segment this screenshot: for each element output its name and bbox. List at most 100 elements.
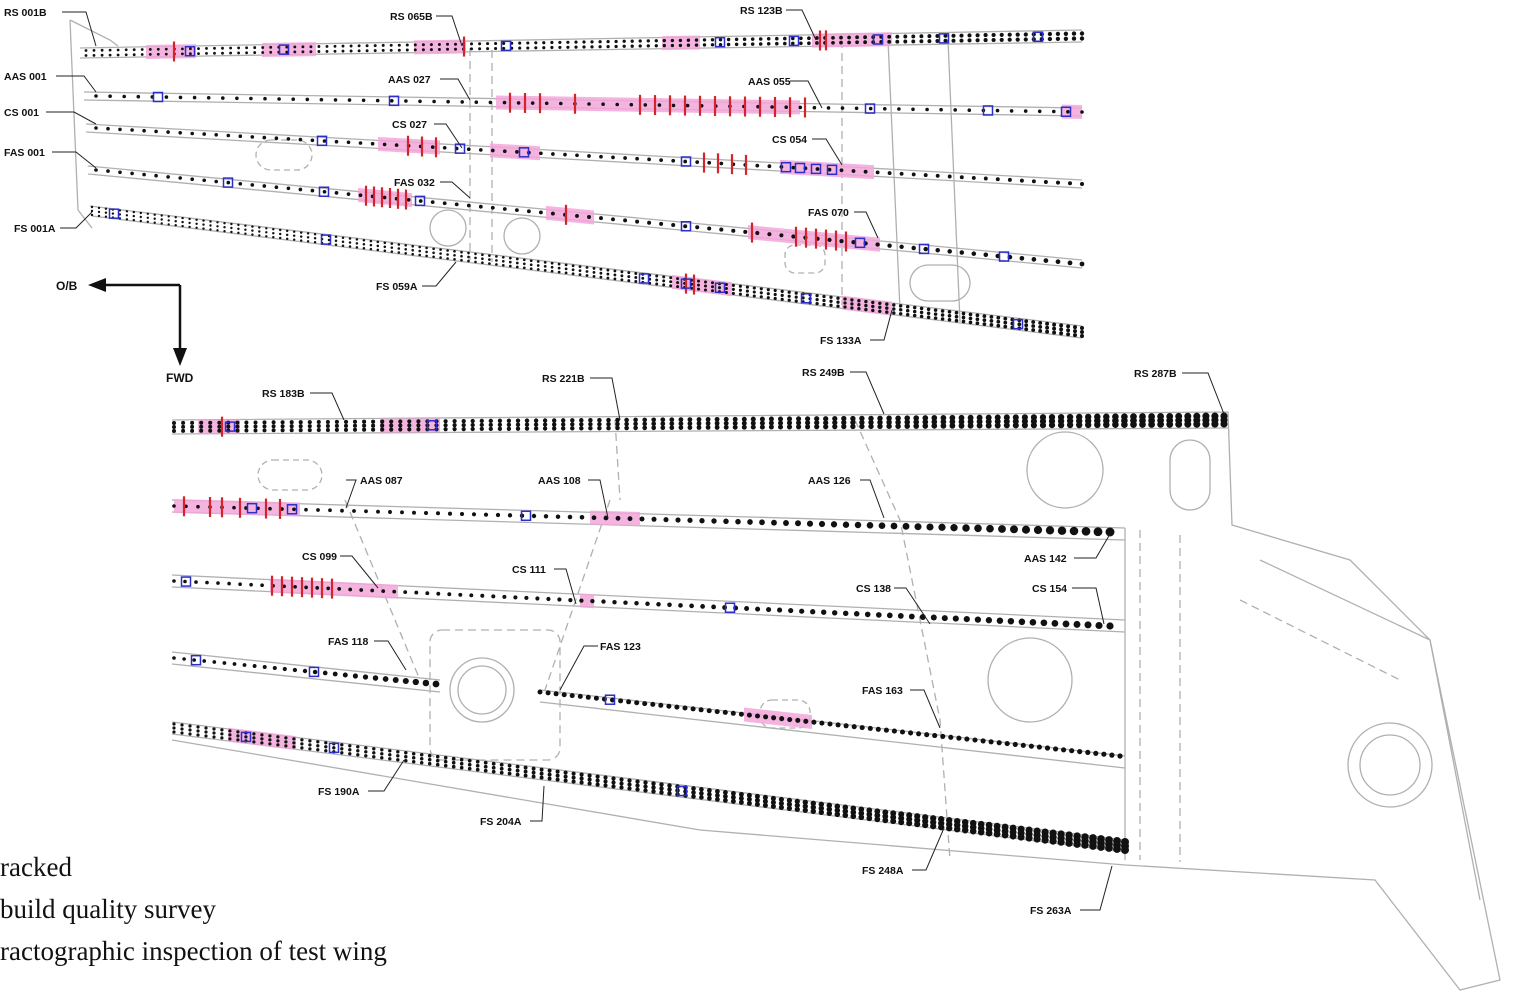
label-rs-065b: RS 065B bbox=[390, 11, 433, 23]
lower-row-0-dot bbox=[271, 424, 276, 429]
lower-row-1-dot bbox=[555, 514, 561, 519]
upper-row-4-dot bbox=[432, 255, 435, 259]
upper-row-4-dot bbox=[989, 323, 994, 327]
upper-row-3-dot bbox=[647, 220, 652, 225]
lower-row-5-dot bbox=[547, 772, 552, 777]
upper-row-2-dot bbox=[719, 161, 724, 166]
upper-row-0-dot bbox=[742, 37, 747, 42]
lower-row-5-dot bbox=[1033, 835, 1041, 843]
upper-row-1-dot bbox=[953, 108, 957, 112]
lower-row-5-dot bbox=[523, 765, 528, 770]
lower-row-2-dot bbox=[1106, 622, 1114, 630]
lower-row-5-dot bbox=[563, 770, 568, 775]
upper-row-3-dot bbox=[887, 243, 892, 248]
lower-row-5-dot bbox=[738, 799, 744, 805]
lower-row-0-dot bbox=[895, 415, 901, 421]
upper-row-4-dot bbox=[453, 249, 456, 253]
lower-row-4-dot bbox=[593, 695, 599, 701]
upper-row-0-dot bbox=[959, 38, 964, 43]
upper-row-3-dot bbox=[550, 211, 555, 216]
lower-row-5-dot bbox=[579, 772, 584, 777]
lower-row-3-dot bbox=[282, 666, 287, 672]
upper-row-0-dot bbox=[799, 41, 803, 46]
lower-row-3-dot bbox=[362, 674, 369, 680]
upper-row-3-dot bbox=[611, 217, 615, 222]
lower-row-0-dot bbox=[217, 420, 222, 425]
lower-row-0-dot bbox=[343, 419, 349, 424]
upper-row-4-dot bbox=[662, 283, 666, 287]
upper-row-0-dot bbox=[847, 40, 851, 45]
upper-row-0-dot bbox=[269, 45, 273, 49]
upper-row-4-dot bbox=[522, 262, 526, 266]
upper-row-4-dot bbox=[292, 234, 296, 237]
label-rs-123b: RS 123B bbox=[740, 5, 783, 17]
upper-row-4-dot bbox=[947, 310, 952, 314]
lower-row-0-dot bbox=[877, 423, 883, 430]
lower-row-0-dot bbox=[913, 423, 919, 429]
upper-row-4-dot bbox=[453, 253, 456, 257]
lower-row-0-dot bbox=[687, 425, 693, 430]
lower-row-5-dot bbox=[348, 744, 352, 748]
upper-row-4-dot bbox=[898, 312, 903, 316]
upper-row-4-dot bbox=[272, 231, 275, 235]
lower-row-5-dot bbox=[738, 791, 744, 797]
lower-row-0-dot bbox=[443, 419, 448, 424]
lower-row-1-dot bbox=[364, 509, 368, 514]
lower-row-2-dot bbox=[293, 584, 297, 589]
upper-row-4-dot bbox=[481, 261, 484, 265]
upper-row-3-dot bbox=[334, 191, 339, 195]
upper-row-4-dot bbox=[265, 227, 268, 230]
lower-row-5-dot bbox=[627, 786, 632, 791]
upper-row-4-dot bbox=[898, 304, 903, 308]
upper-row-3-dot bbox=[683, 224, 688, 229]
lower-row-0-dot bbox=[325, 427, 330, 433]
lower-row-0-dot bbox=[805, 424, 811, 430]
lower-row-5-dot bbox=[220, 728, 224, 732]
upper-row-4-dot bbox=[432, 251, 435, 255]
lower-row-2-dot bbox=[777, 607, 783, 613]
lower-row-5-dot bbox=[244, 735, 248, 739]
lower-row-5-dot bbox=[953, 825, 961, 833]
lower-row-2-dot bbox=[381, 589, 386, 593]
lower-row-4-dot bbox=[787, 717, 793, 723]
upper-row-3-dot bbox=[623, 218, 628, 223]
upper-row-4-dot bbox=[160, 214, 163, 217]
upper-row-4-dot bbox=[460, 258, 463, 262]
upper-row-0-dot bbox=[895, 34, 900, 39]
upper-row-4-dot bbox=[996, 323, 1001, 328]
lower-row-3-dot bbox=[302, 668, 308, 674]
upper-row-4-dot bbox=[864, 307, 868, 312]
upper-row-0-dot bbox=[124, 48, 128, 52]
lower-row-0-dot bbox=[651, 425, 657, 431]
lower-row-4-dot bbox=[763, 714, 769, 720]
lower-row-5-dot bbox=[475, 767, 480, 772]
lower-row-5-dot bbox=[603, 775, 608, 780]
fracto-box bbox=[826, 164, 838, 176]
lower-row-2-dot bbox=[370, 588, 375, 593]
upper-row-4-dot bbox=[181, 224, 184, 228]
upper-row-3-dot bbox=[106, 169, 110, 173]
upper-row-0-dot bbox=[750, 37, 755, 41]
lower-row-1-dot bbox=[783, 520, 789, 526]
upper-row-4-dot bbox=[481, 253, 484, 257]
lower-row-5-dot bbox=[938, 824, 945, 831]
upper-row-3-dot bbox=[635, 219, 640, 224]
upper-row-1-dot bbox=[629, 102, 634, 107]
lower-row-0-dot bbox=[741, 416, 747, 422]
upper-row-4-dot bbox=[655, 282, 659, 286]
upper-row-0-dot bbox=[582, 40, 586, 44]
upper-row-0-dot bbox=[437, 48, 441, 51]
upper-row-0-dot bbox=[678, 38, 683, 43]
upper-row-4-dot bbox=[864, 303, 868, 308]
lower-row-5-dot bbox=[1057, 838, 1065, 846]
lower-row-5-dot bbox=[308, 739, 312, 743]
lower-row-5-dot bbox=[906, 820, 913, 827]
lower-row-5-dot bbox=[268, 738, 272, 742]
upper-row-4-dot bbox=[1038, 320, 1043, 325]
lower-row-5-dot bbox=[284, 736, 288, 740]
lower-row-5-dot bbox=[483, 768, 488, 773]
upper-row-4-dot bbox=[745, 293, 749, 297]
lower-row-5-dot bbox=[396, 750, 400, 754]
upper-row-0-dot bbox=[1055, 31, 1061, 37]
upper-row-4-dot bbox=[864, 299, 868, 304]
